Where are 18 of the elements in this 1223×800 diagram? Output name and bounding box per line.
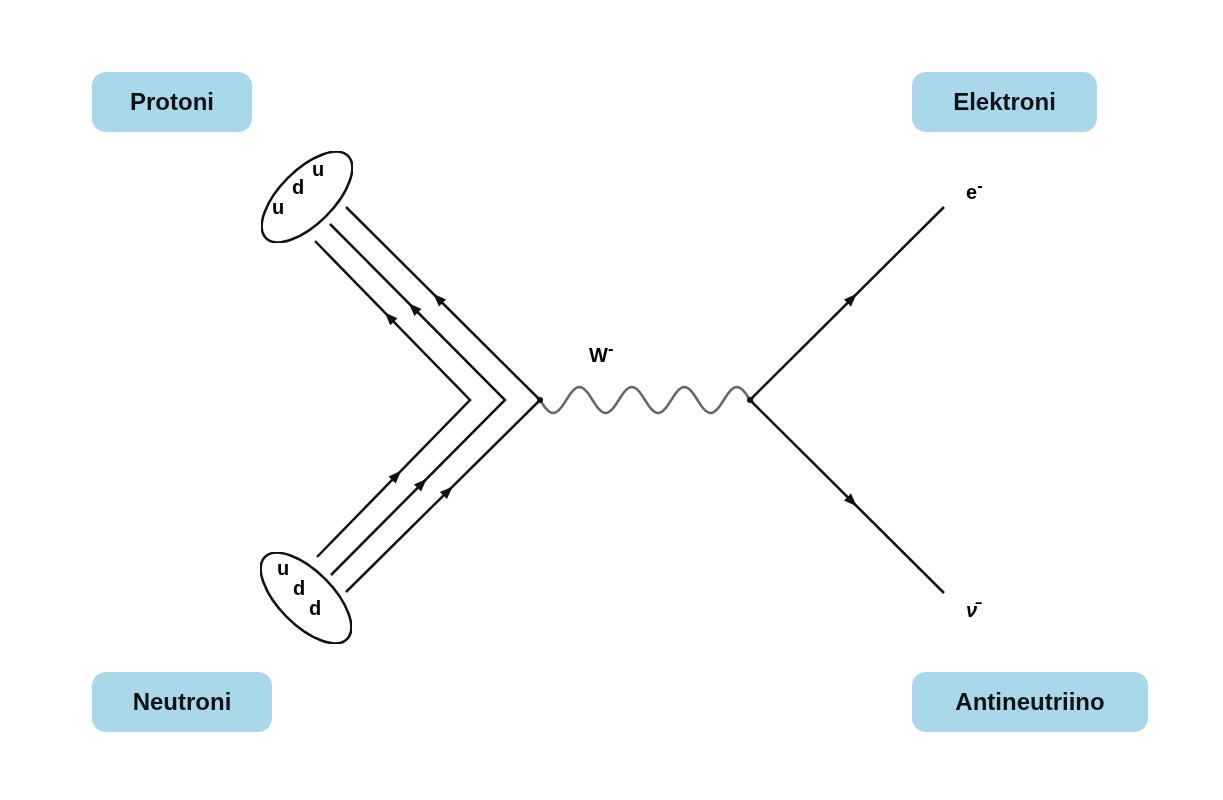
particle-label-box [912,672,1148,732]
label-text: Protoni [130,88,214,116]
particle-label-box [92,672,272,732]
label-text: Neutroni [132,688,232,716]
particle-label-box [92,72,252,132]
quark-symbol: u [272,197,285,217]
quark-symbol: u [277,558,290,578]
quark-symbol: u [312,159,325,179]
quark-symbol: d [293,578,306,598]
vertex-dot [537,397,543,403]
vertex-dot [747,397,753,403]
label-text: Elektroni [953,88,1056,116]
label-text: Antineutriino [955,688,1105,716]
particle-symbol: ν̄ [966,598,990,622]
quark-symbol: d [292,177,305,197]
particle-label-box [912,72,1097,132]
quark-symbol: d [309,598,322,618]
particle-symbol: e$^{-}$ [966,174,996,198]
